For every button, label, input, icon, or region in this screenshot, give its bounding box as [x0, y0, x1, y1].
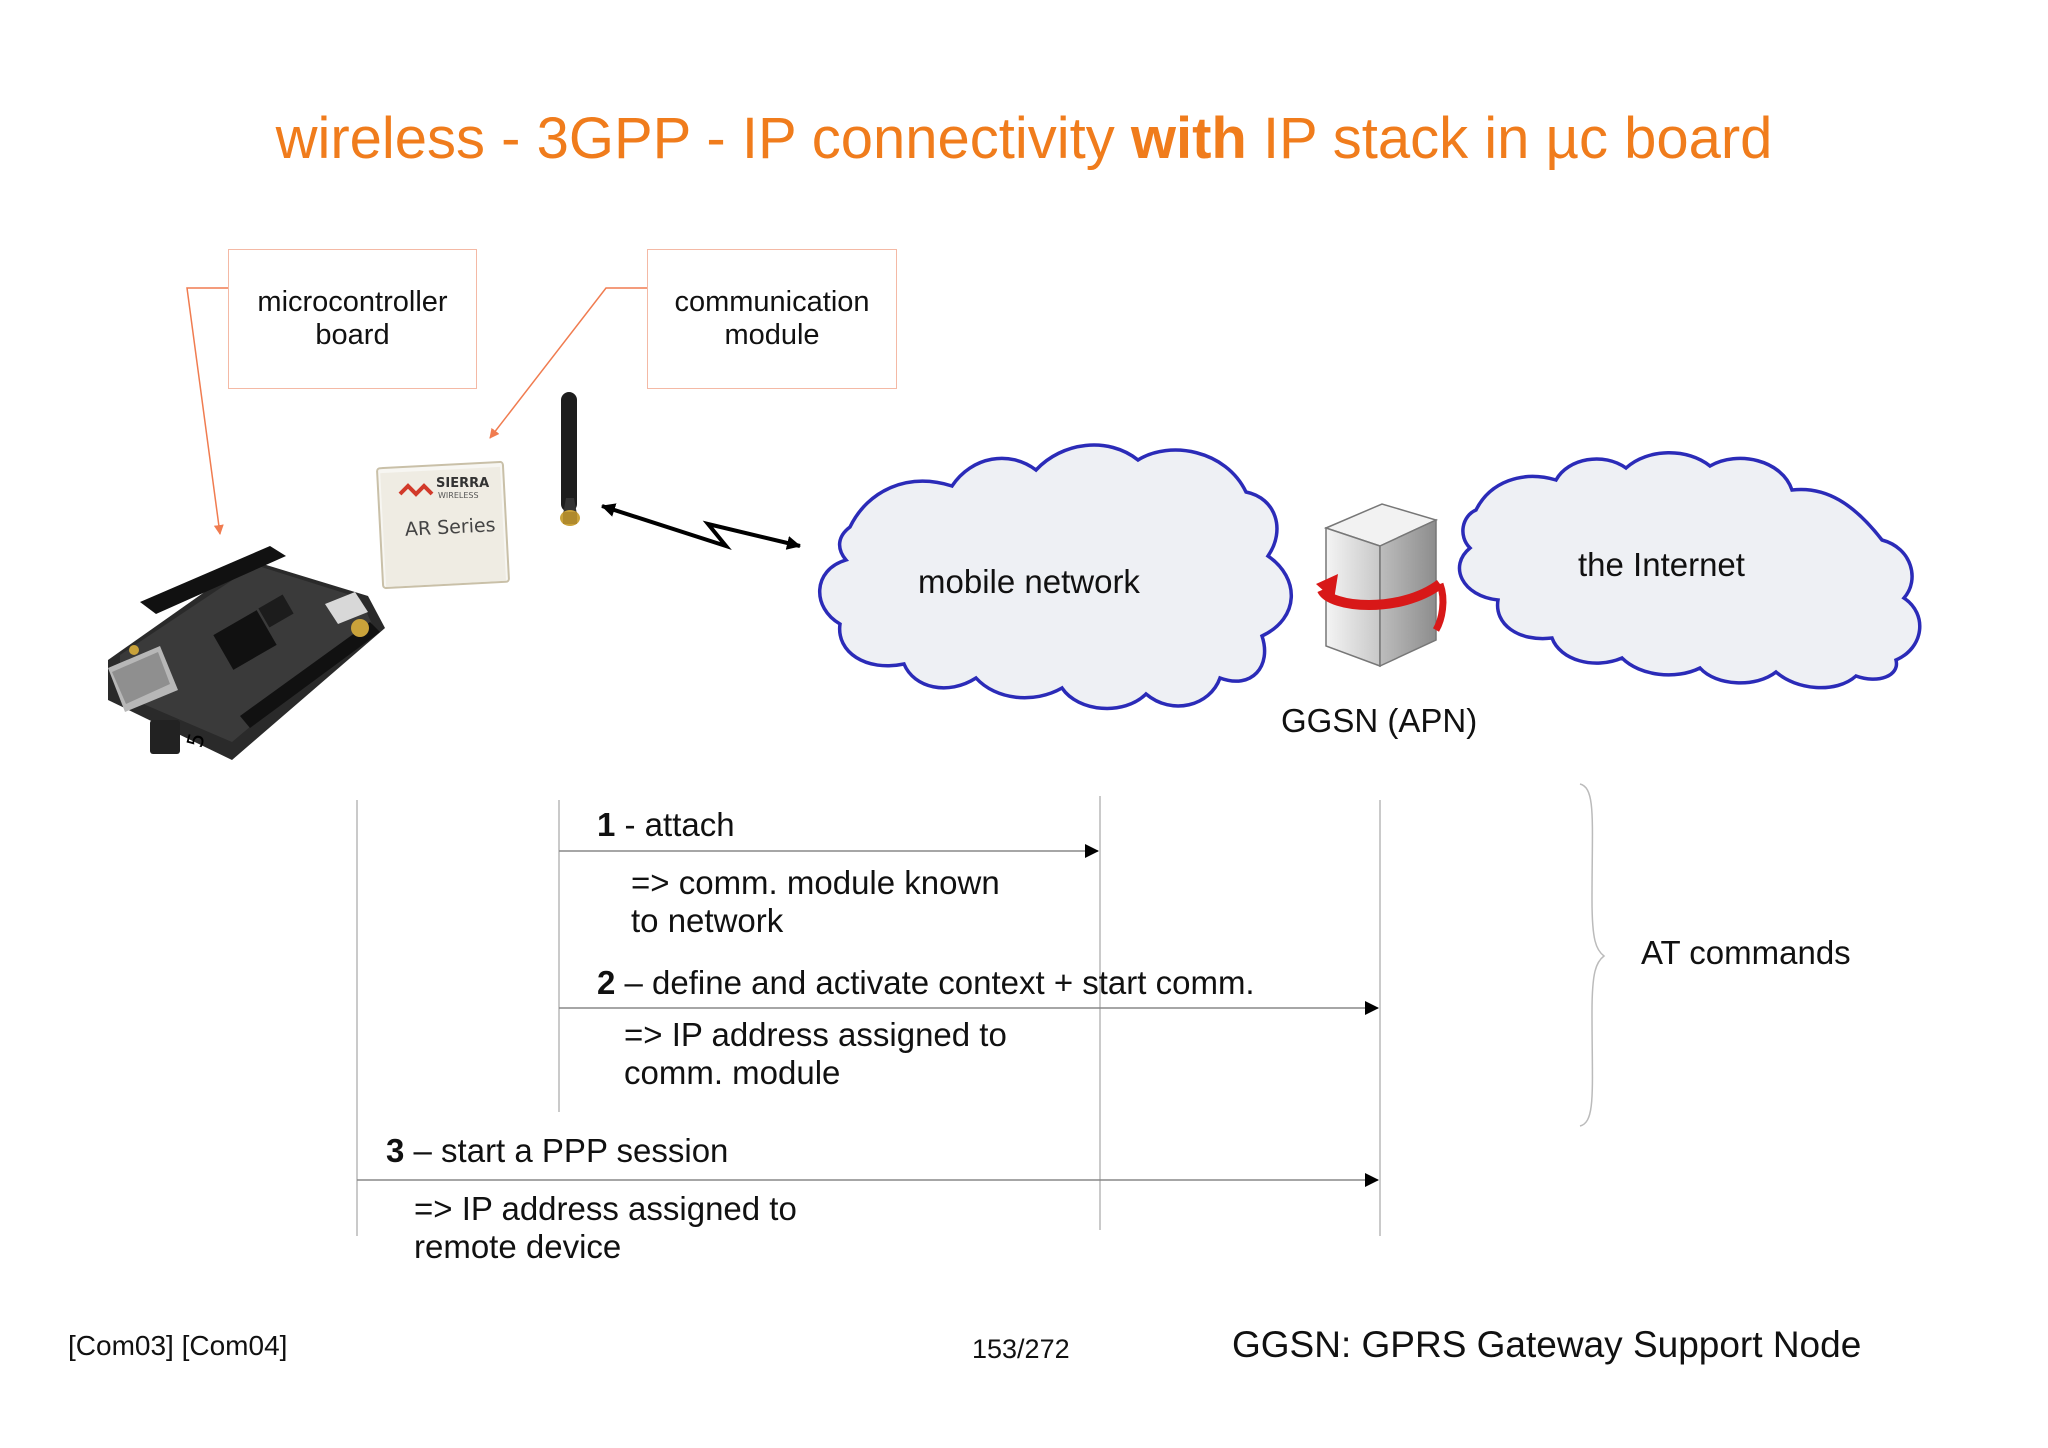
page-title: wireless - 3GPP - IP connectivity with I… [0, 105, 2048, 172]
step-3-result: => IP address assigned to remote device [414, 1190, 797, 1265]
step-1-label: 1 - attach [597, 806, 735, 844]
title-part-1: wireless - 3GPP - IP connectivity [275, 106, 1131, 171]
module-brand: SIERRA [436, 476, 489, 491]
ggsn-label: GGSN (APN) [1281, 702, 1478, 739]
internet-label: the Internet [1578, 546, 1745, 583]
title-bold-word: with [1130, 106, 1247, 171]
sequence-lifelines [356, 796, 1381, 1236]
at-commands-brace [1579, 783, 1606, 1127]
callout-pointers [186, 287, 647, 535]
wireless-link-arrow [601, 503, 801, 550]
footer-definition: GGSN: GPRS Gateway Support Node [1232, 1324, 1862, 1365]
step-1-number: 1 [597, 806, 616, 843]
mobile-network-label: mobile network [918, 563, 1140, 600]
step-2-result: => IP address assigned to comm. module [624, 1016, 1007, 1091]
step-3-number: 3 [386, 1132, 405, 1169]
step-2-number: 2 [597, 964, 616, 1001]
microcontroller-board-image: 5 [108, 546, 385, 760]
module-series: AR Series [404, 514, 496, 541]
step-1-text: - attach [615, 806, 735, 843]
sequence-arrows [357, 844, 1379, 1187]
step-2-label: 2 – define and activate context + start … [597, 964, 1255, 1002]
mobile-network-cloud [817, 443, 1293, 711]
step-2-text: – define and activate context + start co… [615, 964, 1255, 1001]
module-brand-sub: WIRELESS [438, 491, 479, 500]
page-number: 153/272 [972, 1334, 1070, 1364]
title-part-2: IP stack in µc board [1246, 106, 1773, 171]
step-3-label: 3 – start a PPP session [386, 1132, 728, 1170]
communication-module-image: SIERRA WIRELESS AR Series [376, 460, 510, 590]
antenna-image [560, 392, 580, 526]
ggsn-rotation-arrow [1317, 579, 1443, 610]
microcontroller-pointer [186, 287, 228, 535]
ggsn-server-icon [1316, 503, 1447, 668]
step-1-result: => comm. module known to network [631, 864, 1000, 939]
footer-references: [Com03] [Com04] [68, 1330, 288, 1361]
at-commands-label: AT commands [1641, 934, 1851, 971]
callout-microcontroller-board: microcontroller board [228, 249, 477, 389]
internet-cloud [1457, 451, 1922, 690]
board-badge: 5 [183, 730, 211, 750]
step-3-text: – start a PPP session [404, 1132, 729, 1169]
module-pointer [489, 287, 647, 439]
wireless-link [601, 503, 801, 550]
callout-communication-module: communication module [647, 249, 897, 389]
